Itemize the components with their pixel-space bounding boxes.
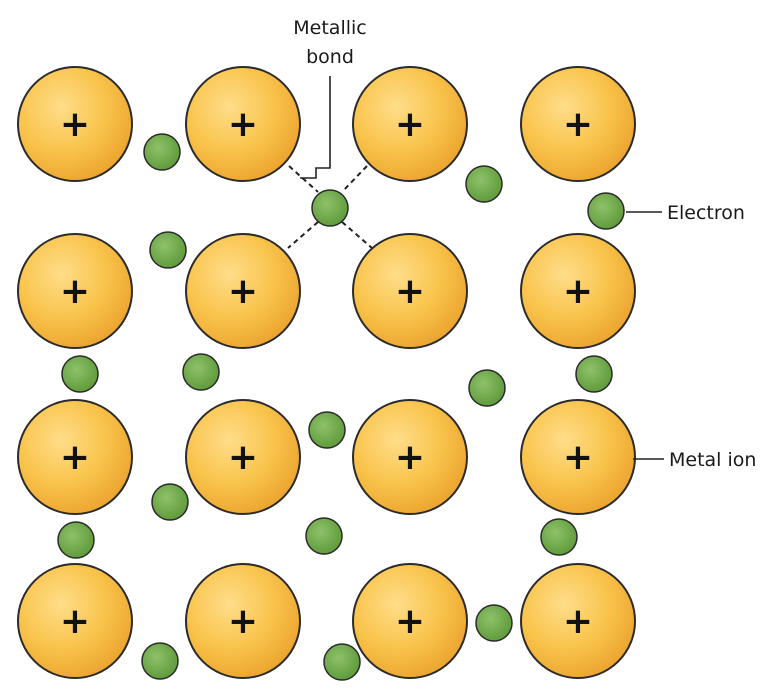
metal-ion: + — [352, 66, 468, 182]
metal-ion-circle — [185, 563, 301, 679]
positive-charge-symbol: + — [60, 271, 90, 312]
metal-ion-circle — [17, 233, 133, 349]
electron — [141, 642, 179, 680]
metal-ion-circle — [520, 233, 636, 349]
metallic-bond-label-line2: bond — [306, 46, 354, 68]
electron — [468, 369, 506, 407]
metal-ion-circle — [520, 563, 636, 679]
metal-ion: + — [17, 233, 133, 349]
positive-charge-symbol: + — [228, 104, 258, 145]
positive-charge-symbol: + — [395, 104, 425, 145]
electron — [475, 604, 513, 642]
metal-ion-circle — [352, 563, 468, 679]
electron-sea — [57, 133, 625, 681]
metal-ion: + — [17, 563, 133, 679]
metal-ion: + — [520, 233, 636, 349]
metal-ion: + — [520, 563, 636, 679]
positive-charge-symbol: + — [60, 601, 90, 642]
metal-ion-circle — [352, 399, 468, 515]
electron — [149, 231, 187, 269]
positive-charge-symbol: + — [228, 601, 258, 642]
electron-label: Electron — [667, 202, 745, 224]
metal-ion: + — [185, 66, 301, 182]
bond-dash-upper-left — [288, 165, 319, 193]
metal-ion: + — [520, 399, 636, 515]
positive-charge-symbol: + — [563, 601, 593, 642]
metal-ion-label: Metal ion — [669, 449, 756, 471]
metal-ion: + — [185, 563, 301, 679]
metal-ion: + — [17, 399, 133, 515]
metal-ion: + — [520, 66, 636, 182]
positive-charge-symbol: + — [228, 271, 258, 312]
metal-ion-circle — [185, 66, 301, 182]
callout-lines — [300, 76, 664, 460]
electron — [61, 355, 99, 393]
positive-charge-symbol: + — [563, 437, 593, 478]
positive-charge-symbol: + — [228, 437, 258, 478]
positive-charge-symbol: + — [395, 271, 425, 312]
metal-ion: + — [352, 563, 468, 679]
metal-ion-circle — [17, 399, 133, 515]
electron — [308, 411, 346, 449]
metal-ion-circle — [352, 66, 468, 182]
bond-dash-upper-right — [341, 165, 368, 193]
metal-ion: + — [17, 66, 133, 182]
electron — [465, 165, 503, 203]
electron — [57, 521, 95, 559]
bond-dash-lower-left — [287, 221, 319, 249]
metallic-bond-lines — [287, 165, 373, 249]
electron — [540, 518, 578, 556]
positive-charge-symbol: + — [60, 437, 90, 478]
metal-ion: + — [352, 233, 468, 349]
metal-ion-circle — [352, 233, 468, 349]
metal-ion: + — [185, 399, 301, 515]
electron — [587, 192, 625, 230]
metal-ion-circle — [17, 563, 133, 679]
positive-charge-symbol: + — [563, 104, 593, 145]
metal-ion-circle — [520, 399, 636, 515]
metal-ion-grid: + + + + + + + + + + + + + + + + — [17, 66, 636, 679]
electron — [575, 355, 613, 393]
bond-dash-lower-right — [341, 221, 373, 249]
positive-charge-symbol: + — [395, 601, 425, 642]
metallic-bond-label-line1: Metallic — [293, 17, 366, 39]
metallic-bond-callout-line — [300, 76, 331, 179]
electron — [182, 353, 220, 391]
metal-ion-circle — [17, 66, 133, 182]
positive-charge-symbol: + — [60, 104, 90, 145]
electron — [311, 189, 349, 227]
metal-ion-circle — [185, 233, 301, 349]
metal-ion-circle — [520, 66, 636, 182]
electron — [151, 483, 189, 521]
positive-charge-symbol: + — [563, 271, 593, 312]
electron — [305, 517, 343, 555]
electron — [323, 643, 361, 681]
electron — [143, 133, 181, 171]
metal-ion: + — [352, 399, 468, 515]
metal-ion-circle — [185, 399, 301, 515]
metal-ion: + — [185, 233, 301, 349]
positive-charge-symbol: + — [395, 437, 425, 478]
